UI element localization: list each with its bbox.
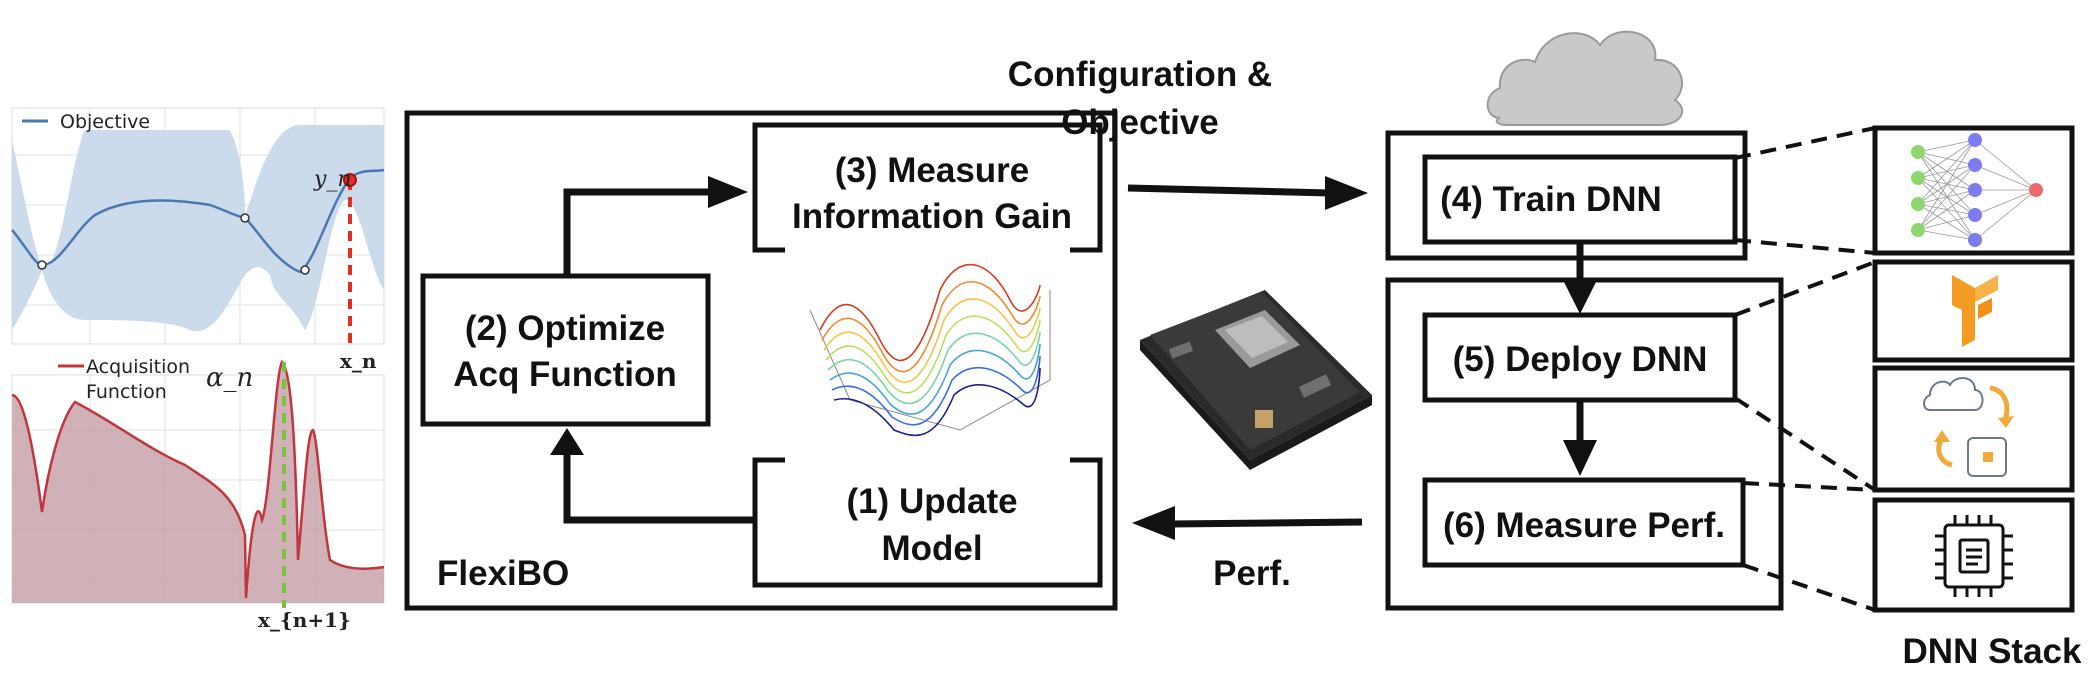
arrow-head-right: [708, 176, 748, 208]
acq-legend-line2: Function: [86, 381, 167, 403]
step1-label-line2: Model: [881, 529, 982, 568]
neural-network-icon: [1911, 133, 2043, 247]
acquisition-plot: Acquisition Function α_n x_{n+1}: [11, 356, 385, 632]
dnn-stack-title: DNN Stack: [1903, 632, 2082, 671]
perf-label: Perf.: [1213, 554, 1291, 593]
acquisition-curve: [11, 359, 385, 599]
step5-label: (5) Deploy DNN: [1453, 340, 1708, 379]
xn1-label: x_{n+1}: [258, 608, 351, 632]
train-inner-box: [1422, 154, 1738, 245]
stack-connectors: [1733, 126, 1877, 612]
step5-box: [1422, 312, 1738, 403]
objective-plot: Objective y_n x_n: [11, 107, 385, 373]
alpha-n-label: α_n: [206, 363, 253, 393]
stack-layer-hardware: [1872, 497, 2075, 613]
flexibo-frame: [404, 110, 1118, 611]
config-label-line1: Configuration &: [1008, 55, 1272, 94]
config-arrow: [1127, 184, 1331, 197]
step2-label-line1: (2) Optimize: [465, 309, 665, 348]
step3-label-line2: Information Gain: [792, 197, 1072, 236]
step6-box: [1422, 477, 1746, 568]
arrow-deploy-measure: [1563, 440, 1597, 476]
objective-confidence-band: [12, 125, 384, 332]
step1-label-line1: (1) Update: [846, 482, 1017, 521]
step4-label: (4) Train DNN: [1440, 180, 1662, 219]
step3-label-line1: (3) Measure: [835, 151, 1030, 190]
step3-box: [752, 122, 1103, 253]
train-outer-box: [1385, 130, 1748, 261]
flexibo-arrows: [563, 188, 755, 524]
objective-legend: Objective: [60, 111, 150, 133]
step6-label: (6) Measure Perf.: [1443, 506, 1725, 545]
perf-arrow: [1169, 518, 1363, 528]
config-label-line2: Objective: [1061, 103, 1219, 142]
step2-box: [420, 273, 711, 427]
tensorflow-icon: [1952, 275, 1998, 347]
arrow-head-up: [550, 428, 584, 455]
xn-label: x_n: [340, 349, 377, 373]
cloud-icon: [1486, 30, 1684, 126]
hardware-board-image: [1140, 290, 1372, 470]
step2-label-line2: Acq Function: [453, 355, 677, 394]
objective-curve: [11, 168, 385, 274]
yn-point: [343, 173, 357, 187]
yn-label: y_n: [313, 167, 352, 192]
information-gain-surface-image: [785, 245, 1070, 467]
cloud-device-sync-icon: [1923, 377, 2014, 477]
flexibo-title: FlexiBO: [437, 554, 569, 593]
acquisition-fill: [12, 362, 384, 603]
chip-icon: [1935, 515, 2013, 597]
acq-legend-line1: Acquisition: [86, 356, 190, 378]
arrow-train-deploy: [1563, 280, 1597, 314]
